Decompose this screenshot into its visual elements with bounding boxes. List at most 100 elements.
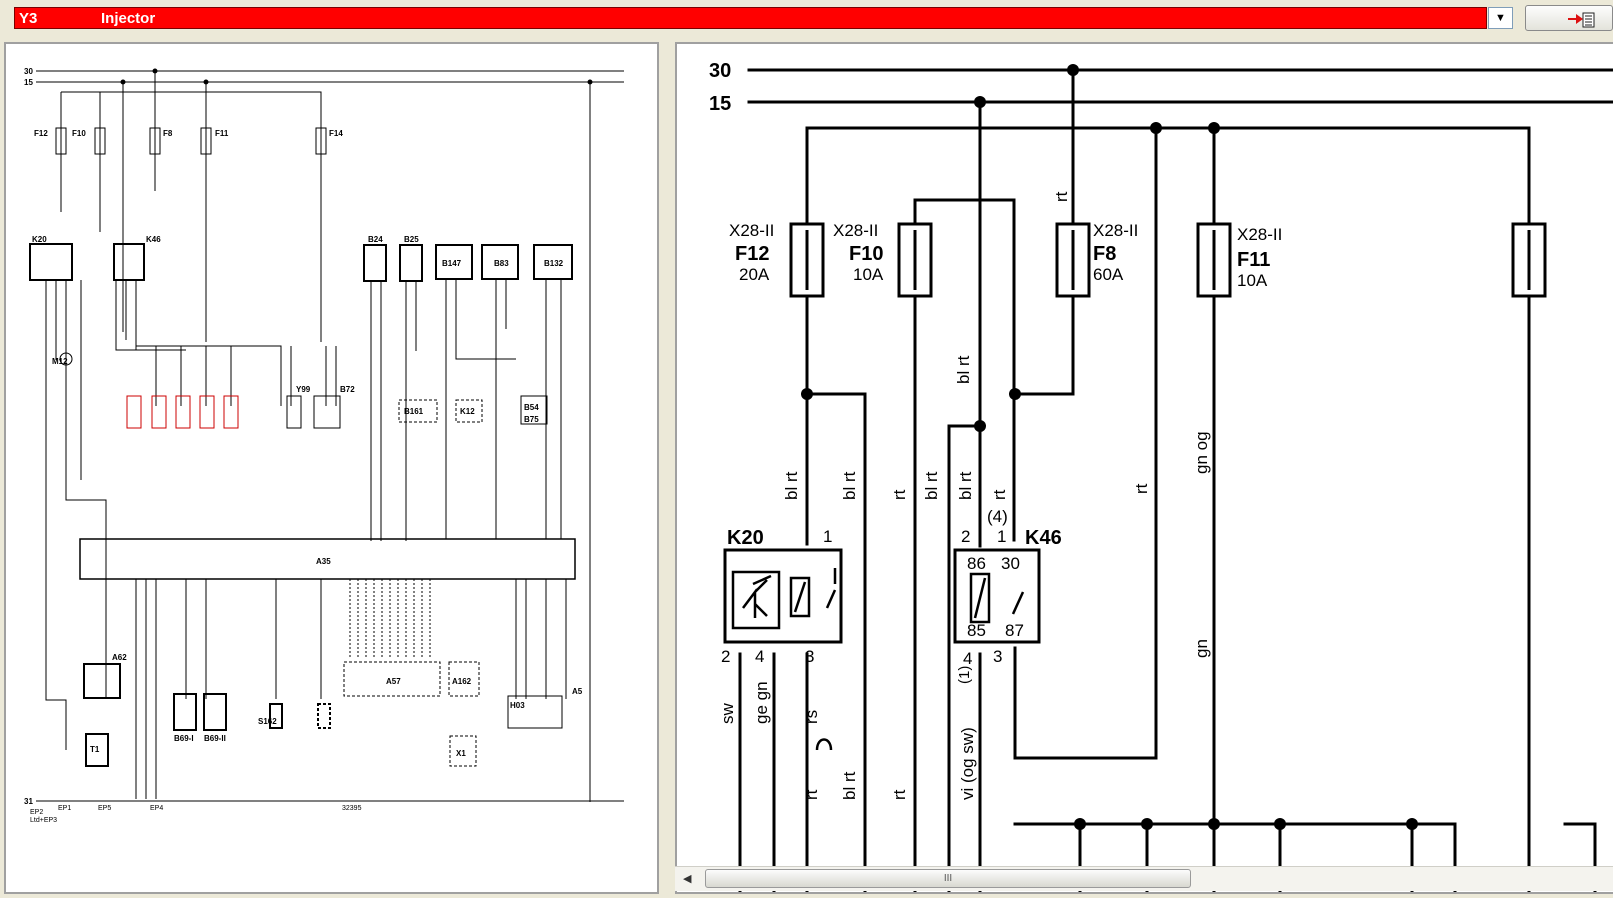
scroll-thumb-grip-icon: III (943, 873, 953, 884)
overview-wiring-diagram: 30 15 31 F12 F10 F8 F11 F14 K20 K46 M12 … (24, 67, 624, 824)
fuse-f12-connector: X28-II (729, 221, 774, 240)
svg-text:F12: F12 (34, 129, 48, 138)
svg-text:A62: A62 (112, 653, 127, 662)
k46-pin-30: 30 (1001, 554, 1020, 573)
bus-30-label: 30 (709, 60, 731, 82)
overview-diagram-pane[interactable]: 30 15 31 F12 F10 F8 F11 F14 K20 K46 M12 … (4, 42, 659, 894)
junction-dot (1274, 818, 1286, 830)
junction-dot (801, 388, 813, 400)
k20-pin-4: 4 (755, 647, 764, 666)
k46-pin-1-paren: (1) (956, 666, 973, 684)
svg-text:F8: F8 (163, 129, 173, 138)
svg-text:X1: X1 (456, 749, 466, 758)
wire-label-gn: gn (1192, 639, 1211, 658)
k20-pin-3: 3 (805, 647, 814, 666)
scroll-left-arrow-icon[interactable]: ◀ (683, 873, 692, 885)
svg-text:Ltd+EP3: Ltd+EP3 (30, 817, 57, 824)
fuse-f10-connector: X28-II (833, 221, 878, 240)
wire-label-bl-rt: bl rt (956, 471, 975, 500)
svg-text:B72: B72 (340, 385, 355, 394)
svg-text:Y99: Y99 (296, 385, 311, 394)
wire-label-bl-rt: bl rt (840, 771, 859, 800)
relay-k20-label: K20 (727, 527, 764, 549)
wire-label-rt: rt (1052, 191, 1071, 202)
k46-pin-1: 1 (997, 527, 1006, 546)
junction-dot (1067, 64, 1079, 76)
wire-label-rt: rt (890, 789, 909, 800)
export-arrow-icon (1568, 12, 1595, 28)
svg-text:B147: B147 (442, 259, 462, 268)
junction-dot (974, 420, 986, 432)
svg-text:B24: B24 (368, 235, 383, 244)
horizontal-scrollbar[interactable]: ◀ III (675, 866, 1613, 891)
svg-text:B75: B75 (524, 415, 539, 424)
svg-text:M12: M12 (52, 357, 68, 366)
svg-text:B54: B54 (524, 403, 539, 412)
svg-text:32395: 32395 (342, 805, 362, 812)
svg-text:B161: B161 (404, 407, 424, 416)
svg-text:K12: K12 (460, 407, 475, 416)
junction-dot (1150, 122, 1162, 134)
fuse-f10-amp: 10A (853, 265, 884, 284)
svg-text:T1: T1 (90, 745, 100, 754)
svg-text:15: 15 (24, 78, 33, 87)
relay-k20-symbol (723, 548, 843, 644)
svg-text:A5: A5 (572, 687, 583, 696)
svg-text:A162: A162 (452, 677, 472, 686)
junction-dot (1208, 818, 1220, 830)
chevron-down-icon: ▼ (1495, 12, 1506, 24)
junction-dot (1074, 818, 1086, 830)
fuse-f8-id: F8 (1093, 243, 1116, 265)
wire-label-sw: sw (718, 703, 737, 725)
k20-pin-1: 1 (823, 527, 832, 546)
wire-label-bl-rt: bl rt (840, 471, 859, 500)
zoomed-diagram-pane[interactable]: 30 15 F12 F10 F8 F11 K20 K46 X28-II 20A … (675, 42, 1613, 894)
fuse-f12-id: F12 (735, 243, 769, 265)
svg-text:B132: B132 (544, 259, 564, 268)
svg-text:K20: K20 (32, 235, 47, 244)
k46-pin-4-paren: (4) (987, 507, 1008, 526)
fuse-f11-amp: 10A (1237, 271, 1268, 290)
k46-pin-4: 4 (963, 649, 972, 668)
k46-pin-87: 87 (1005, 621, 1024, 640)
fuse-f11-connector: X28-II (1237, 225, 1282, 244)
relay-k46-symbol (953, 548, 1041, 644)
svg-text:K46: K46 (146, 235, 161, 244)
scroll-thumb[interactable]: III (705, 869, 1191, 888)
component-dropdown-button[interactable]: ▼ (1488, 7, 1513, 29)
svg-text:B83: B83 (494, 259, 509, 268)
k46-pin-3: 3 (993, 647, 1002, 666)
wire-label-rt: rt (890, 489, 909, 500)
svg-text:S162: S162 (258, 717, 277, 726)
zoomed-wiring-diagram: 30 15 F12 F10 F8 F11 K20 K46 X28-II 20A … (709, 60, 1613, 892)
svg-text:F11: F11 (215, 129, 229, 138)
svg-text:EP5: EP5 (98, 805, 111, 812)
junction-dot (1141, 818, 1153, 830)
svg-text:30: 30 (24, 67, 33, 76)
wire-label-ge-gn: ge gn (752, 681, 771, 724)
junction-dot (974, 96, 986, 108)
svg-text:F14: F14 (329, 129, 343, 138)
fuse-f12-amp: 20A (739, 265, 770, 284)
junction-dot (1208, 122, 1220, 134)
svg-text:A35: A35 (316, 557, 331, 566)
fuse-f11-id: F11 (1237, 249, 1270, 271)
junction-dot (1009, 388, 1021, 400)
relay-k46-label: K46 (1025, 527, 1062, 549)
k46-pin-85: 85 (967, 621, 986, 640)
component-name: Injector (101, 10, 156, 27)
svg-text:31: 31 (24, 797, 33, 806)
svg-text:B69-I: B69-I (174, 734, 194, 743)
export-button[interactable] (1525, 5, 1613, 31)
k46-pin-2: 2 (961, 527, 970, 546)
bus-15-label: 15 (709, 93, 731, 115)
component-code: Y3 (19, 10, 38, 27)
wire-label-rt: rt (802, 789, 821, 800)
svg-text:B25: B25 (404, 235, 419, 244)
fuse-f8-amp: 60A (1093, 265, 1124, 284)
component-title-bar[interactable]: Y3 Injector (14, 7, 1487, 29)
wire-label-rt: rt (990, 489, 1009, 500)
svg-text:B69-II: B69-II (204, 734, 226, 743)
fuse-f10-id: F10 (849, 243, 883, 265)
svg-text:F10: F10 (72, 129, 86, 138)
